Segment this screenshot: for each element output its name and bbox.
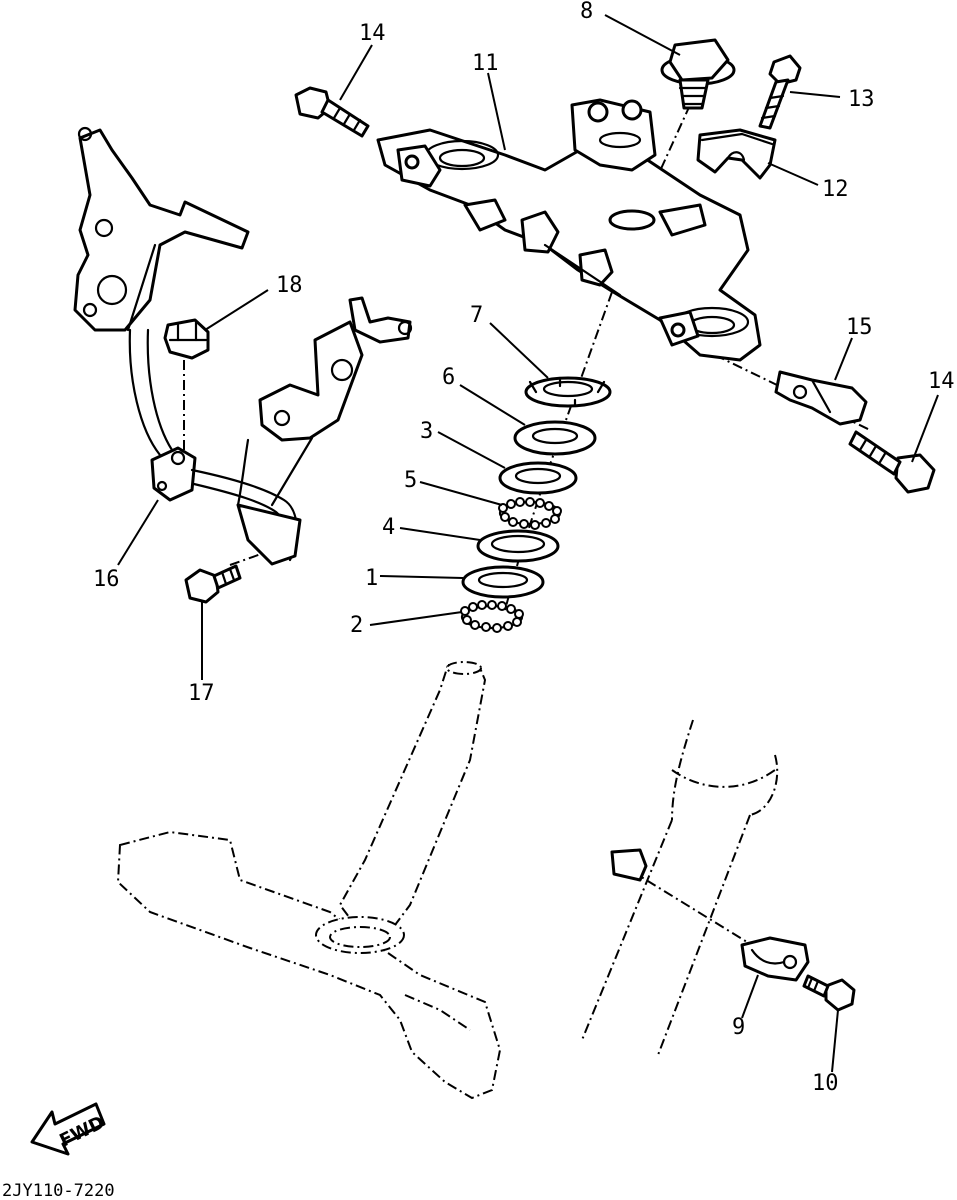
leader-15: [834, 337, 853, 381]
callout-17: 17: [188, 681, 215, 706]
callout-9: 9: [732, 1015, 745, 1040]
callout-18: 18: [276, 273, 303, 298]
leader-14b: [911, 394, 939, 463]
callout-11: 11: [472, 51, 499, 76]
leader-11: [487, 72, 506, 151]
fwd-direction-arrow: FWD: [30, 1102, 108, 1156]
callout-16: 16: [93, 567, 120, 592]
callout-3: 3: [420, 419, 433, 444]
callout-7: 7: [470, 303, 483, 328]
bolt-14-left: [294, 86, 370, 138]
callout-10: 10: [812, 1071, 839, 1096]
under-bracket-stem: [116, 661, 502, 1100]
callout-6: 6: [442, 365, 455, 390]
washer-6: [513, 420, 597, 456]
drawing-code: 2JY110-7220: [2, 1181, 115, 1200]
bolt-17: [184, 564, 242, 604]
fork-tube-ghost: [581, 719, 779, 1056]
ring-nut-7: [524, 376, 612, 408]
upper-bracket-11: [376, 98, 762, 362]
callout-14-top-left: 14: [359, 21, 386, 46]
bearing-race-1: [461, 565, 545, 599]
leader-10: [831, 1009, 839, 1073]
leader-9: [741, 974, 759, 1019]
headlight-stay-16: [73, 126, 413, 566]
leader-14a: [339, 44, 373, 101]
callout-4: 4: [382, 515, 395, 540]
leader-16: [117, 499, 159, 566]
alignment-line-clamp-9: [629, 869, 761, 951]
bracket-18: [163, 318, 210, 360]
leader-8: [604, 14, 681, 56]
leader-2: [369, 611, 463, 626]
leader-12: [767, 162, 819, 186]
leader-5: [419, 481, 503, 506]
bearing-balls-2: [460, 600, 524, 633]
leader-6: [459, 384, 526, 426]
callout-15: 15: [846, 315, 873, 340]
clamp-9: [610, 848, 810, 982]
callout-14-right: 14: [928, 369, 955, 394]
handlebar-holder-12: [696, 128, 777, 180]
callout-2: 2: [350, 613, 363, 638]
callout-5: 5: [404, 468, 417, 493]
bearing-race-4: [476, 529, 560, 563]
leader-13: [789, 91, 841, 98]
leader-4: [399, 527, 481, 541]
bearing-race-3: [498, 461, 578, 495]
cable-guide-15: [774, 370, 868, 426]
screw-10: [802, 974, 856, 1012]
bolt-13: [758, 54, 802, 130]
callout-13: 13: [848, 87, 875, 112]
stem-bolt-8: [660, 38, 736, 110]
leader-7: [489, 322, 549, 379]
callout-8: 8: [580, 0, 593, 24]
callout-1: 1: [365, 566, 378, 591]
leader-1: [379, 575, 464, 579]
bolt-14-right: [848, 430, 936, 494]
leader-18: [204, 289, 269, 331]
bearing-balls-5: [498, 497, 562, 530]
callout-12: 12: [822, 177, 849, 202]
leader-3: [437, 431, 506, 469]
